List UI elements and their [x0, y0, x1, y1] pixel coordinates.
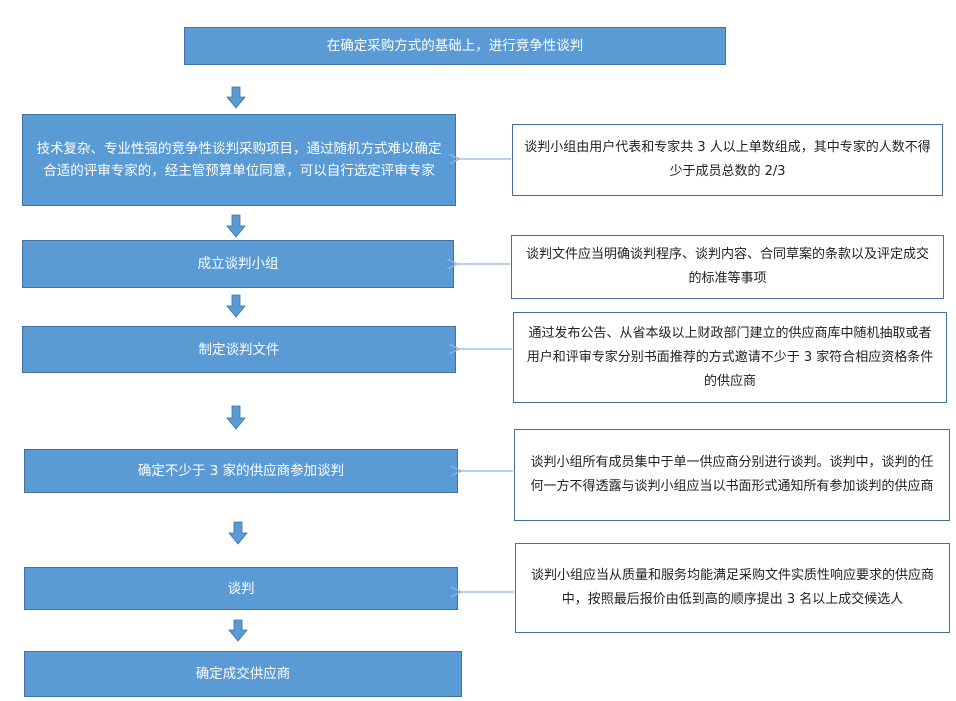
note-2-box: 谈判文件应当明确谈判程序、谈判内容、合同草案的条款以及评定成交的标准等事项 — [511, 235, 944, 299]
down-arrow-5 — [228, 521, 248, 545]
step-2-label: 技术复杂、专业性强的竞争性谈判采购项目，通过随机方式难以确定合适的评审专家的，经… — [36, 141, 442, 179]
note-3-label: 通过发布公告、从省本级以上财政部门建立的供应商库中随机抽取或者用户和评审专家分别… — [526, 325, 934, 389]
note-5-label: 谈判小组应当从质量和服务均能满足采购文件实质性响应要求的供应商中，按照最后报价由… — [530, 568, 934, 607]
step-2-box: 技术复杂、专业性强的竞争性谈判采购项目，通过随机方式难以确定合适的评审专家的，经… — [22, 114, 456, 206]
step-5-box: 确定不少于 3 家的供应商参加谈判 — [24, 449, 458, 493]
note-4-box: 谈判小组所有成员集中于单一供应商分别进行谈判。谈判中，谈判的任何一方不得透露与谈… — [514, 429, 950, 521]
note-3-box: 通过发布公告、从省本级以上财政部门建立的供应商库中随机抽取或者用户和评审专家分别… — [513, 312, 947, 403]
note-2-label: 谈判文件应当明确谈判程序、谈判内容、合同草案的条款以及评定成交的标准等事项 — [525, 247, 929, 286]
step-7-box: 确定成交供应商 — [24, 651, 462, 697]
step-4-label: 制定谈判文件 — [198, 341, 280, 358]
down-arrow-6 — [228, 619, 248, 642]
down-arrow-2 — [226, 214, 246, 238]
step-3-label: 成立谈判小组 — [197, 256, 279, 272]
step-4-box: 制定谈判文件 — [22, 326, 456, 373]
step-7-label: 确定成交供应商 — [195, 666, 291, 682]
note-5-box: 谈判小组应当从质量和服务均能满足采购文件实质性响应要求的供应商中，按照最后报价由… — [515, 543, 950, 633]
down-arrow-3 — [226, 294, 246, 318]
note-4-label: 谈判小组所有成员集中于单一供应商分别进行谈判。谈判中，谈判的任何一方不得透露与谈… — [530, 455, 934, 494]
step-1-label: 在确定采购方式的基础上，进行竞争性谈判 — [326, 38, 584, 54]
down-arrow-4 — [226, 405, 246, 430]
step-1-box: 在确定采购方式的基础上，进行竞争性谈判 — [184, 27, 726, 65]
step-6-label: 谈判 — [227, 580, 255, 597]
step-3-box: 成立谈判小组 — [22, 240, 454, 288]
down-arrow-1 — [226, 86, 246, 109]
step-5-label: 确定不少于 3 家的供应商参加谈判 — [137, 463, 345, 479]
note-1-box: 谈判小组由用户代表和专家共 3 人以上单数组成，其中专家的人数不得少于成员总数的… — [512, 124, 943, 196]
step-6-box: 谈判 — [24, 567, 458, 610]
note-1-label: 谈判小组由用户代表和专家共 3 人以上单数组成，其中专家的人数不得少于成员总数的… — [524, 140, 931, 179]
